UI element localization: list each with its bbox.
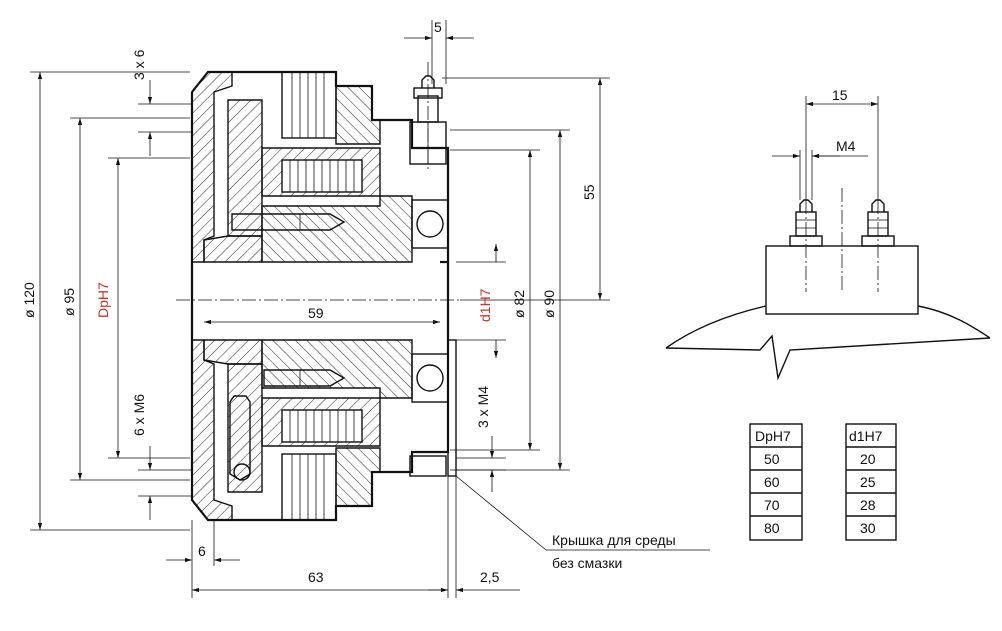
dim-bottom-6: 6 [198, 543, 206, 559]
d1-table: d1H7 20 25 28 30 [845, 423, 897, 541]
disc-stack-top [281, 71, 337, 139]
bearing-bottom [411, 353, 449, 403]
dp-table-row: 60 [764, 474, 780, 490]
dim-3x6: 3 x 6 [131, 49, 147, 80]
disc-stack-bottom [281, 453, 337, 521]
dim-d1h7: d1H7 [477, 288, 493, 322]
cover-note: Крышка для среды без смазки [552, 532, 676, 571]
dim-bottom-2-5: 2,5 [480, 569, 500, 585]
dp-table-row: 50 [764, 451, 780, 467]
dim-top-5: 5 [434, 19, 442, 35]
dim-bottom-63: 63 [308, 569, 324, 585]
dp-table-row: 80 [764, 520, 780, 536]
note-line-2: без смазки [552, 555, 622, 571]
d1-table-row: 30 [860, 520, 876, 536]
d1-table-row: 25 [860, 474, 876, 490]
dim-55: 55 [581, 184, 597, 200]
detail-dim-15: 15 [832, 87, 848, 103]
dp-table-row: 70 [764, 497, 780, 513]
d1-table-row: 20 [860, 451, 876, 467]
dimension-labels: 5 3 x 6 ø 120 ø 95 DpH7 6 x M6 59 d1H7 ø… [21, 19, 597, 585]
dim-dia-90: ø 90 [541, 290, 557, 318]
dim-dia-120: ø 120 [21, 282, 37, 318]
dp-table: DpH7 50 60 70 80 [749, 423, 803, 541]
bearing-top [411, 199, 449, 249]
coil-bottom [281, 409, 363, 443]
dp-table-header: DpH7 [755, 428, 791, 444]
dimension-lines [30, 20, 710, 598]
terminal-detail: 15 M4 [665, 87, 991, 381]
d1-table-header: d1H7 [849, 428, 883, 444]
dim-3xm4: 3 x M4 [475, 386, 491, 428]
dim-6xm6: 6 x M6 [131, 394, 147, 436]
dim-dia-82: ø 82 [511, 290, 527, 318]
dim-dph7: DpH7 [95, 282, 111, 318]
detail-dim-m4: M4 [836, 138, 856, 154]
coil-top [281, 159, 363, 193]
section-view [176, 62, 460, 522]
dim-bore-59: 59 [308, 305, 324, 321]
note-line-1: Крышка для среды [552, 532, 676, 548]
dim-dia-95: ø 95 [61, 288, 77, 316]
d1-table-row: 28 [860, 497, 876, 513]
